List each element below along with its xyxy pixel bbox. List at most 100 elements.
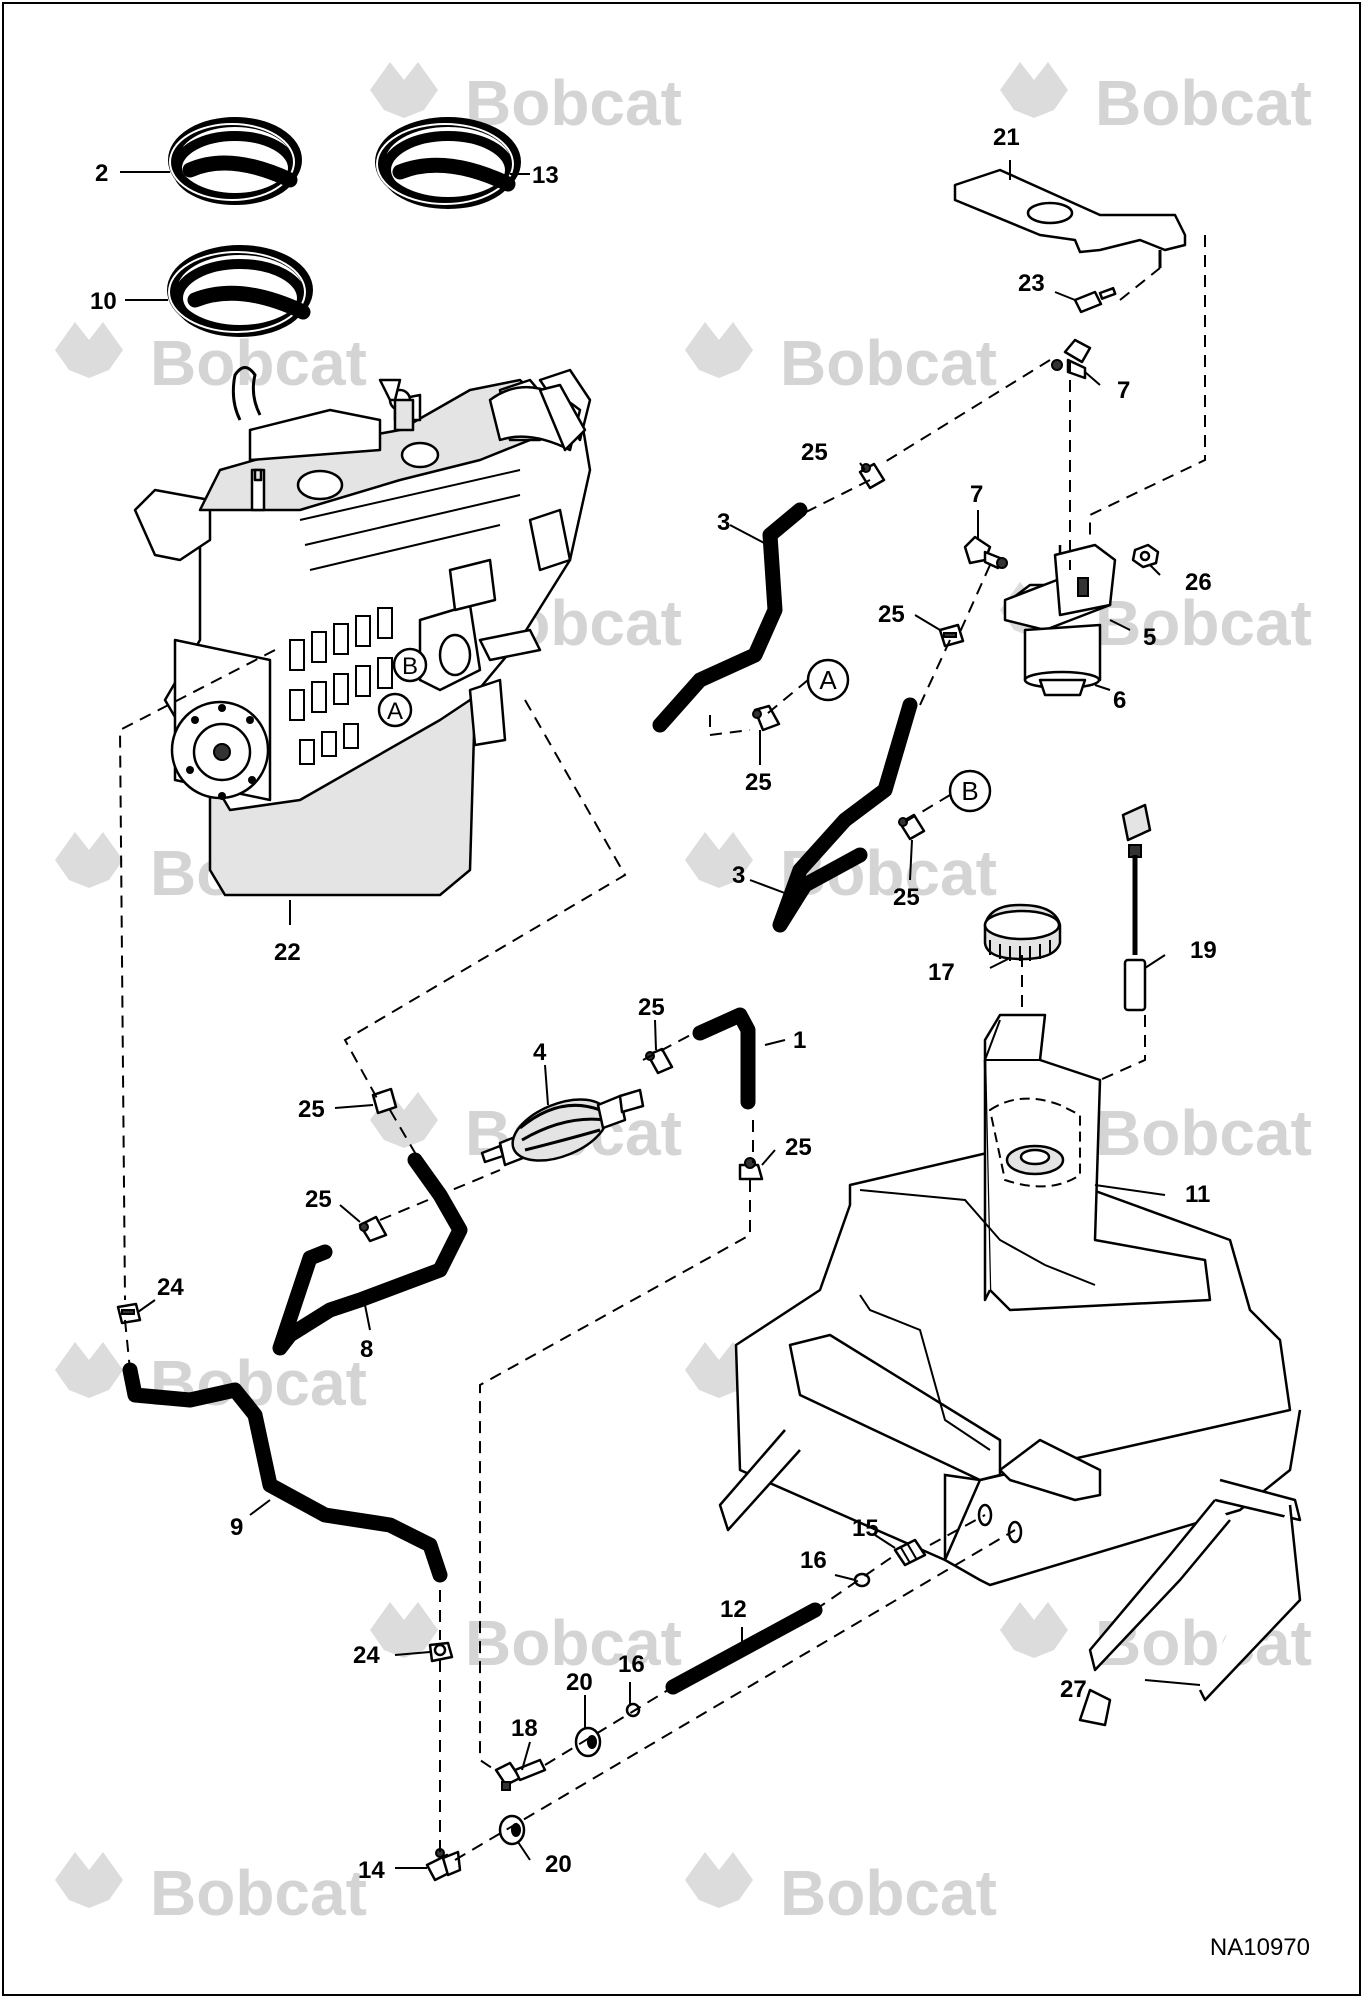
callout-3-upper: 3 [717,509,730,536]
callout-14: 14 [358,1857,385,1884]
fitting-15 [893,1538,927,1567]
callout-7-filter: 7 [970,481,983,508]
watermark-13: Bobcat [370,1602,682,1679]
hose-3-upper [652,502,808,733]
callout-25-b: 25 [878,601,905,628]
callout-24-upper: 24 [157,1274,184,1301]
bracket-21 [953,168,1187,268]
fuel-filter-assembly [1003,543,1117,697]
callout-25-a: 25 [801,439,828,466]
hose-3-lower [772,697,918,933]
callout-18: 18 [511,1715,538,1742]
callout-8: 8 [360,1336,373,1363]
clamp-24-upper [116,1302,142,1325]
callout-25-f: 25 [298,1096,325,1123]
hose-coil-2 [168,117,302,205]
callout-20-lower: 20 [545,1851,572,1878]
connector-b-free-label: B [961,776,978,806]
tube-12 [665,1602,823,1695]
watermark-1: Bobcat [370,62,682,139]
figure-id: NA10970 [1210,1934,1310,1961]
hose-coil-10 [167,245,313,337]
clamp-25-a [858,462,886,490]
callout-3-lower: 3 [732,862,745,889]
connector-a-free: A [806,658,850,702]
hose-9 [122,1362,448,1583]
watermark-text: Bobcat [1095,67,1312,139]
grommet-20-upper [574,1726,602,1758]
watermark-text: Bobcat [780,327,997,399]
callout-25-c: 25 [745,769,772,796]
tank-strap-27 [718,1429,1302,1727]
callout-6: 6 [1113,687,1126,714]
fuel-tank-11 [734,1013,1302,1587]
primer-bulb-4 [480,1088,645,1167]
fitting-18 [494,1758,547,1791]
grommet-20-lower [498,1814,526,1846]
watermark-text: Bobcat [1095,1097,1312,1169]
callout-21: 21 [993,124,1020,151]
connector-b-free: B [948,769,992,813]
connector-b-engine [392,647,428,683]
bolt-23 [1073,286,1117,314]
hose-coil-13 [375,117,521,209]
clamp-25-g [738,1157,764,1181]
watermark-text: Bobcat [150,1857,367,1929]
watermark-text: Bobcat [465,67,682,139]
callout-26: 26 [1185,569,1212,596]
connector-b-engine-label: B [402,653,418,680]
watermark-15: Bobcat [55,1852,367,1929]
hose-8 [272,1152,468,1356]
hose-1 [692,1007,756,1110]
clamp-24-lower [428,1641,454,1663]
watermark-text: Bobcat [465,1607,682,1679]
callout-13: 13 [532,162,559,189]
callout-10: 10 [90,288,117,315]
connector-a-free-label: A [819,665,837,695]
washer-16-lower [625,1702,641,1718]
watermark-3: Bobcat [55,322,367,399]
callout-11: 11 [1185,1181,1210,1208]
clamp-25-f [371,1087,398,1115]
watermark-2: Bobcat [1000,62,1312,139]
callout-25-h: 25 [305,1186,332,1213]
callout-5: 5 [1143,624,1156,651]
engine-assembly: B A [133,366,592,897]
watermark-text: Bobcat [1095,587,1312,659]
callout-17: 17 [928,959,955,986]
callout-20-upper: 20 [566,1669,593,1696]
callout-1: 1 [793,1027,806,1054]
callout-labels: 2 13 10 21 23 7 7 26 5 6 25 3 25 25 3 25… [90,124,1217,1884]
callout-7-top: 7 [1117,377,1130,404]
clamp-25-e [645,1047,674,1075]
clamp-25-h [358,1215,388,1243]
fitting-7-filter [963,535,1008,570]
leader-lines [120,160,1201,1869]
callout-25-g: 25 [785,1134,812,1161]
callout-9: 9 [230,1514,243,1541]
watermark-text: Bobcat [150,327,367,399]
connector-a-engine-label: A [387,698,403,725]
watermark-16: Bobcat [685,1852,997,1929]
fuel-sender-19 [1121,803,1152,1012]
fitting-7-top [1051,338,1092,380]
callout-24-lower: 24 [353,1642,380,1669]
watermarks: Bobcat Bobcat Bobcat Bobcat Bobcat Bobca… [55,62,1312,1929]
callout-2: 2 [95,160,108,187]
callout-12: 12 [720,1596,747,1623]
callout-15: 15 [852,1515,879,1542]
fitting-14 [425,1848,462,1882]
clamp-25-c [752,704,781,732]
callout-23: 23 [1018,270,1045,297]
callout-19: 19 [1190,937,1217,964]
watermark-text: Bobcat [780,1857,997,1929]
dashed-connection-lines [118,235,1206,1861]
callout-25-d: 25 [893,884,920,911]
callout-16-lower: 16 [618,1651,645,1678]
fuel-cap-17 [983,903,1062,961]
nut-26 [1131,543,1160,569]
callout-27: 27 [1060,1676,1087,1703]
connector-a-engine [377,692,413,728]
